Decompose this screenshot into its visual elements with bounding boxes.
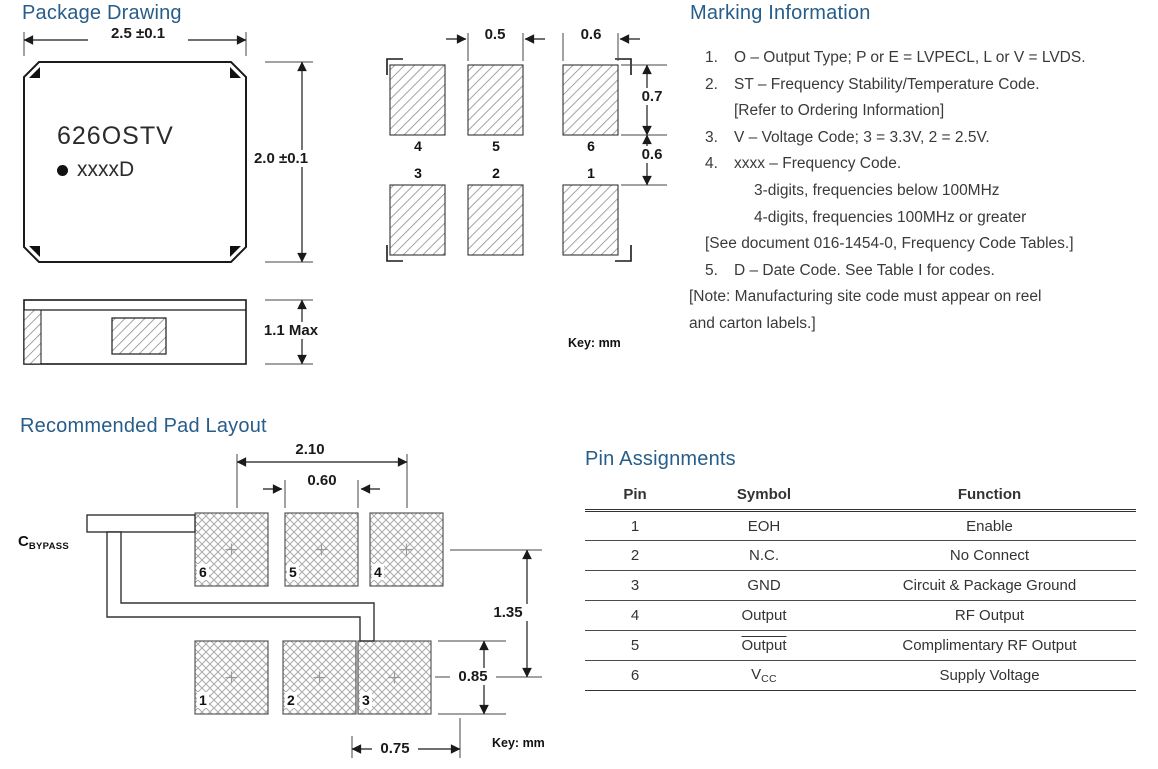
function-cell: Supply Voltage [843, 660, 1136, 691]
function-cell: Enable [843, 510, 1136, 541]
pin-cell: 2 [585, 540, 685, 571]
symbol-cell: Output [685, 600, 843, 631]
land-pattern-pads [389, 64, 619, 256]
package-drawing-title: Package Drawing [22, 2, 182, 24]
symbol-cell: Output [685, 630, 843, 661]
package-marking-line2: xxxxD [57, 158, 134, 182]
layout-pad-number: 2 [285, 692, 297, 708]
pin-col-header: Pin [585, 483, 685, 512]
marking-line: 1.O – Output Type; P or E = LVPECL, L or… [705, 49, 1086, 66]
land-pad-number: 4 [414, 138, 422, 154]
dim-layout-pad-width: 0.60 [292, 472, 352, 489]
land-pad-number: 3 [414, 165, 422, 181]
pin-cell: 1 [585, 510, 685, 541]
marking-line: [Note: Manufacturing site code must appe… [689, 288, 1042, 306]
marking-line: [See document 016-1454-0, Frequency Code… [705, 235, 1074, 253]
function-col-header: Function [843, 483, 1136, 512]
function-cell: Circuit & Package Ground [843, 570, 1136, 601]
marking-information-title: Marking Information [690, 2, 871, 24]
pad-center-marks [225, 543, 413, 684]
pin-row: 6 VCC Supply Voltage [585, 660, 1136, 691]
symbol-cell: EOH [685, 510, 843, 541]
pad-layout-title: Recommended Pad Layout [20, 415, 267, 437]
marking-line: and carton labels.] [689, 314, 816, 332]
dim-layout-pitch-y: 1.35 [486, 604, 530, 621]
marking-information-list: 1.O – Output Type; P or E = LVPECL, L or… [688, 45, 1158, 338]
pad-layout-drawing [86, 454, 542, 758]
pin-cell: 3 [585, 570, 685, 601]
pin-table-header-row: Pin Symbol Function [585, 483, 1136, 512]
marking-line: [Refer to Ordering Information] [734, 102, 945, 120]
land-pattern-drawing [386, 33, 667, 262]
dim-layout-offset: 0.75 [372, 740, 418, 757]
layout-pad-number: 3 [360, 692, 372, 708]
pin-row: 4 Output RF Output [585, 600, 1136, 631]
layout-pad-number: 5 [287, 564, 299, 580]
layout-pad-number: 4 [372, 564, 384, 580]
marking-line: 3-digits, frequencies below 100MHz [754, 181, 1000, 199]
function-cell: No Connect [843, 540, 1136, 571]
pin-assignments-table: Pin Symbol Function 1 EOH Enable 2 N.C. … [585, 483, 1136, 691]
marking-line: 4.xxxx – Frequency Code. [705, 155, 902, 173]
pin1-dot-icon [57, 164, 68, 176]
package-marking-line1: 626OSTV [57, 122, 174, 150]
marking-line: 5.D – Date Code. See Table I for codes. [705, 261, 995, 279]
symbol-cell: VCC [685, 660, 843, 691]
pin-row: 2 N.C. No Connect [585, 540, 1136, 571]
marking-line: 3.V – Voltage Code; 3 = 3.3V, 2 = 2.5V. [705, 128, 990, 146]
pin-cell: 6 [585, 660, 685, 691]
pin-assignments-title: Pin Assignments [585, 448, 736, 470]
marking-line: 4-digits, frequencies 100MHz or greater [754, 208, 1027, 226]
land-pad-number: 6 [587, 138, 595, 154]
dim-package-width: 2.5 ±0.1 [88, 25, 188, 42]
package-side-view [23, 299, 247, 365]
dim-layout-pad-height: 0.85 [450, 668, 496, 685]
pin-cell: 4 [585, 600, 685, 631]
function-cell: RF Output [843, 600, 1136, 631]
package-body-top-view [23, 61, 247, 263]
pad-layout-key: Key: mm [492, 736, 545, 750]
cap-bypass-label: CBYPASS [18, 533, 70, 552]
pin-cell: 5 [585, 630, 685, 661]
layout-pad-number: 6 [197, 564, 209, 580]
symbol-cell: N.C. [685, 540, 843, 571]
bypass-trace [86, 514, 375, 642]
package-drawing [23, 32, 313, 365]
symbol-cell: GND [685, 570, 843, 601]
marking-line: 2.ST – Frequency Stability/Temperature C… [705, 75, 1040, 93]
dim-package-height: 2.0 ±0.1 [247, 150, 315, 167]
pin-row: 5 Output Complimentary RF Output [585, 630, 1136, 661]
dim-layout-pitch-x: 2.10 [280, 441, 340, 458]
layout-pad-number: 1 [197, 692, 209, 708]
dim-land-pad-gap: 0.6 [574, 26, 608, 43]
function-cell: Complimentary RF Output [843, 630, 1136, 661]
package-marking-line2-text: xxxxD [77, 158, 135, 181]
land-pad-number: 2 [492, 165, 500, 181]
dim-land-pad-height: 0.7 [637, 88, 667, 105]
pin-row: 3 GND Circuit & Package Ground [585, 570, 1136, 601]
symbol-col-header: Symbol [685, 483, 843, 512]
dim-land-row-gap: 0.6 [637, 146, 667, 163]
pin-row: 1 EOH Enable [585, 510, 1136, 541]
dim-package-thickness: 1.1 Max [258, 322, 324, 339]
land-pad-number: 1 [587, 165, 595, 181]
dim-land-pad-width: 0.5 [478, 26, 512, 43]
land-pad-number: 5 [492, 138, 500, 154]
land-pattern-key: Key: mm [568, 336, 621, 350]
